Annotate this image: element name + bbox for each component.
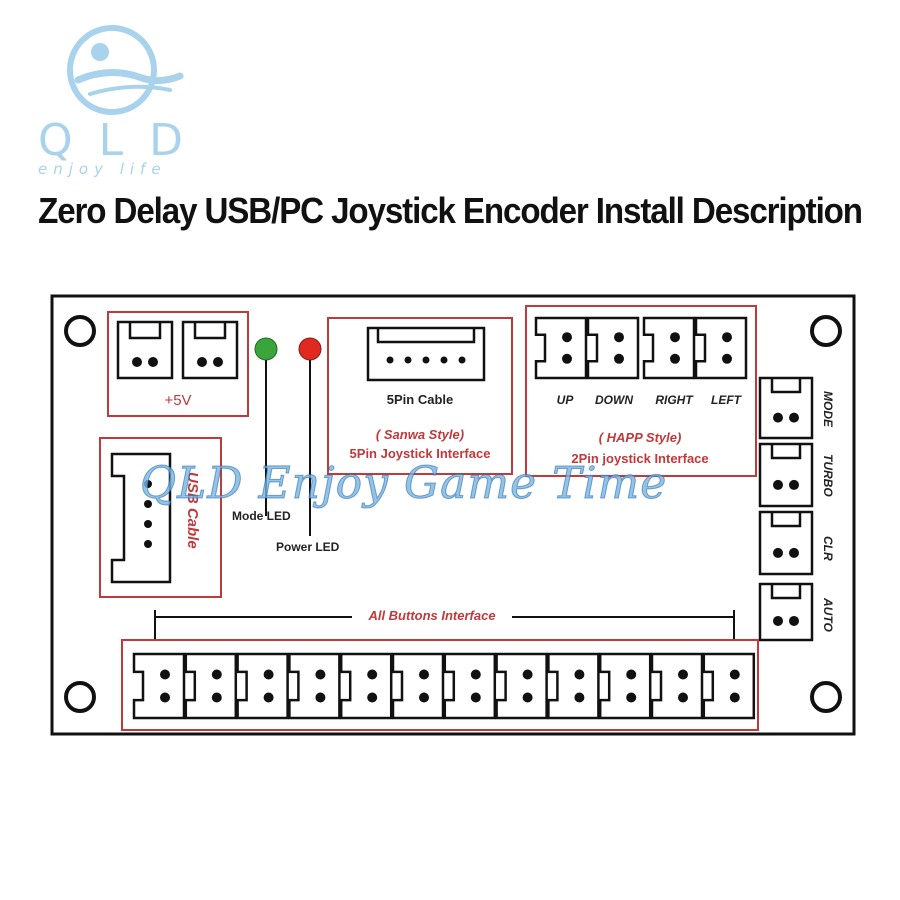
side-button-mode <box>758 376 814 440</box>
happ-dir-up: UP <box>557 393 575 407</box>
brand-logo <box>30 18 220 188</box>
sanwa-5pin-interface-group: 5Pin Cable ( Sanwa Style) 5Pin Joystick … <box>327 317 513 475</box>
button-connector-1 <box>132 652 186 720</box>
logo-tagline: enjoy life <box>38 160 167 178</box>
sanwa-style-label: ( Sanwa Style) <box>376 427 464 442</box>
side-label-turbo: TURBO <box>821 454 835 497</box>
happ-interface-label: 2Pin joystick Interface <box>571 451 708 466</box>
happ-dir-left: LEFT <box>711 393 743 407</box>
happ-connector-right <box>642 316 696 380</box>
usb-cable-label: USB Cable <box>184 472 201 549</box>
power-connector-1 <box>116 320 174 380</box>
usb-cable-connector-group: USB Cable <box>99 437 222 598</box>
happ-2pin-interface-group: UP DOWN RIGHT LEFT ( HAPP Style) 2Pin jo… <box>525 305 757 477</box>
button-connector-2 <box>184 652 238 720</box>
button-connector-4 <box>288 652 341 720</box>
power-5v-connector-group: +5V <box>107 311 249 417</box>
button-connector-7 <box>443 652 497 720</box>
side-button-clr <box>758 510 814 576</box>
mounting-hole-top-left <box>64 315 96 347</box>
button-connector-8 <box>495 652 548 720</box>
all-buttons-label: All Buttons Interface <box>367 608 495 623</box>
power-led <box>298 337 322 536</box>
side-label-mode: MODE <box>821 391 835 428</box>
mode-led-label: Mode LED <box>232 509 291 523</box>
button-connector-11 <box>650 652 704 720</box>
power-connector-2 <box>181 320 239 380</box>
button-connector-5 <box>339 652 393 720</box>
button-connector-12 <box>702 652 756 720</box>
power-label: +5V <box>164 392 191 409</box>
page-title: Zero Delay USB/PC Joystick Encoder Insta… <box>38 190 863 231</box>
logo-swimmer-icon <box>67 25 184 115</box>
side-button-auto <box>758 582 814 642</box>
sanwa-cable-label: 5Pin Cable <box>387 392 453 407</box>
watermark-text: QLD Enjoy Game Time <box>139 458 668 510</box>
happ-style-label: ( HAPP Style) <box>599 430 682 445</box>
logo-brand-text: QLD <box>38 115 210 166</box>
happ-connector-left <box>694 316 748 380</box>
happ-connector-down <box>586 316 640 380</box>
button-strip-frame <box>121 639 759 731</box>
mounting-hole-bottom-right <box>810 681 842 713</box>
button-connector-10 <box>598 652 652 720</box>
happ-connector-up <box>534 316 588 380</box>
side-button-turbo <box>758 442 814 508</box>
side-label-auto: AUTO <box>821 597 835 632</box>
power-led-label: Power LED <box>276 540 340 554</box>
mode-led <box>254 337 278 516</box>
button-connector-6 <box>391 652 445 720</box>
happ-dir-right: RIGHT <box>655 393 694 407</box>
button-connector-3 <box>236 652 289 720</box>
happ-dir-down: DOWN <box>595 393 633 407</box>
button-connectors <box>132 652 756 720</box>
button-connector-9 <box>547 652 600 720</box>
side-label-clr: CLR <box>821 536 835 561</box>
mounting-hole-bottom-left <box>64 681 96 713</box>
sanwa-interface-label: 5Pin Joystick Interface <box>350 446 491 461</box>
mounting-hole-top-right <box>810 315 842 347</box>
all-buttons-bracket: All Buttons Interface <box>154 608 735 640</box>
side-buttons-group <box>758 376 814 642</box>
